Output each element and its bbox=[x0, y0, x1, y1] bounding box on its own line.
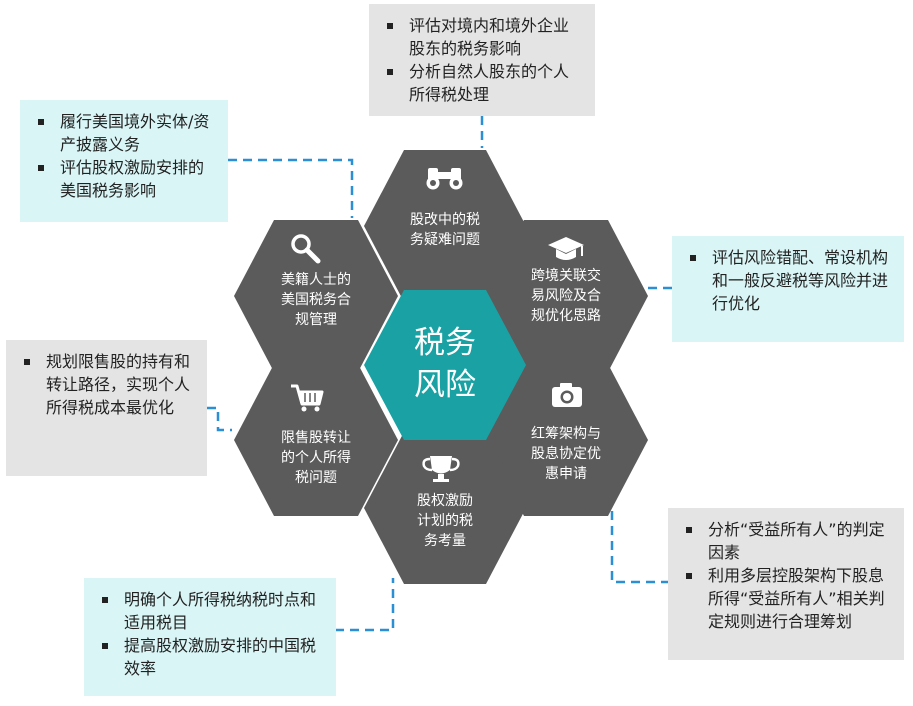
hex-label-upper-right: 跨境关联交 易风险及合 规优化思路 bbox=[531, 268, 601, 324]
box-lower-right-item: 分析“受益所有人”的判定因素 bbox=[682, 518, 890, 564]
hex-lower-left bbox=[234, 364, 398, 516]
box-left: 规划限售股的持有和转让路径，实现个人所得税成本最优化 bbox=[6, 340, 207, 476]
shopping-cart-icon bbox=[291, 384, 324, 412]
hex-label-lower-right: 红筹架构与 股息协定优 惠申请 bbox=[531, 426, 601, 482]
trophy-icon bbox=[422, 456, 460, 482]
center-title: 税务 风险 bbox=[414, 325, 476, 403]
box-upper-left: 履行美国境外实体/资产披露义务 评估股权激励安排的美国税务影响 bbox=[20, 100, 228, 222]
connector-upper-left bbox=[228, 158, 354, 218]
hex-upper-left bbox=[234, 220, 398, 372]
box-upper-left-item: 履行美国境外实体/资产披露义务 bbox=[34, 110, 214, 156]
box-right-item: 评估风险错配、常设机构和一般反避税等风险并进行优化 bbox=[686, 246, 890, 315]
hex-center bbox=[364, 290, 526, 440]
box-top-item: 评估对境内和境外企业股东的税务影响 bbox=[383, 14, 581, 60]
hex-label-upper-left: 美籍人士的 美国税务合 规管理 bbox=[281, 272, 351, 328]
hex-label-bottom: 股权激励 计划的税 务考量 bbox=[417, 493, 473, 549]
box-bottom-left-item: 明确个人所得税纳税时点和适用税目 bbox=[98, 588, 322, 634]
magnifier-icon bbox=[291, 234, 321, 264]
hex-bottom bbox=[364, 432, 526, 584]
box-bottom-left: 明确个人所得税纳税时点和适用税目 提高股权激励安排的中国税效率 bbox=[84, 578, 336, 696]
box-left-item: 规划限售股的持有和转让路径，实现个人所得税成本最优化 bbox=[20, 350, 193, 419]
hex-label-lower-left: 限售股转让 的个人所得 税问题 bbox=[281, 430, 351, 486]
box-lower-right-item: 利用多层控股架构下股息所得“受益所有人”相关判定规则进行合理筹划 bbox=[682, 564, 890, 633]
box-top: 评估对境内和境外企业股东的税务影响 分析自然人股东的个人所得税处理 bbox=[369, 4, 595, 116]
connector-bottom-left bbox=[335, 578, 395, 632]
hex-top bbox=[364, 150, 526, 302]
box-upper-left-item: 评估股权激励安排的美国税务影响 bbox=[34, 156, 214, 202]
hex-lower-right bbox=[484, 364, 648, 516]
connector-lower-right bbox=[610, 496, 668, 584]
box-bottom-left-item: 提高股权激励安排的中国税效率 bbox=[98, 634, 322, 680]
binoculars-icon bbox=[426, 168, 463, 190]
connector-left bbox=[207, 406, 232, 432]
box-top-item: 分析自然人股东的个人所得税处理 bbox=[383, 60, 581, 106]
box-right: 评估风险错配、常设机构和一般反避税等风险并进行优化 bbox=[672, 236, 904, 342]
graduation-cap-icon bbox=[548, 237, 584, 260]
camera-icon bbox=[552, 383, 582, 407]
hex-upper-right bbox=[484, 220, 648, 372]
connector-lines bbox=[207, 116, 672, 632]
hex-label-top: 股改中的税 务疑难问题 bbox=[410, 212, 480, 248]
box-lower-right: 分析“受益所有人”的判定因素 利用多层控股架构下股息所得“受益所有人”相关判定规… bbox=[668, 508, 904, 660]
